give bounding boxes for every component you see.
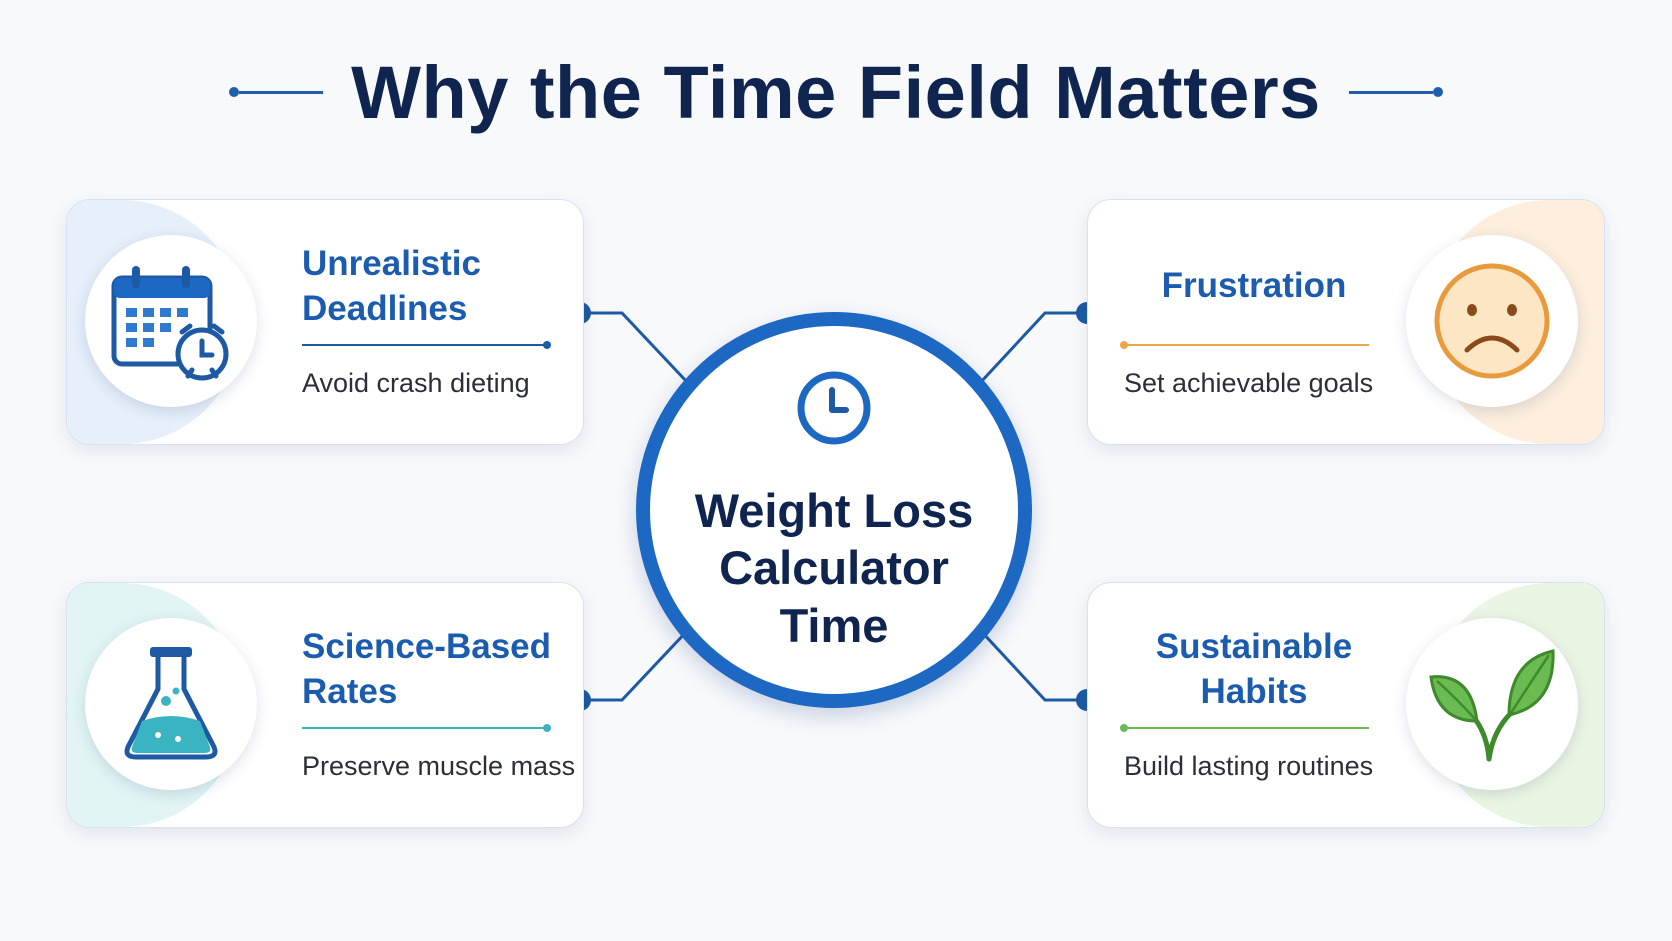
card-title-line2: Rates: [302, 672, 398, 711]
page-title: Why the Time Field Matters: [351, 50, 1321, 134]
center-hub: Weight Loss Calculator Time: [636, 312, 1032, 708]
card-rule: [302, 724, 551, 732]
card-rule-dot: [1120, 724, 1128, 732]
leaves-icon: [1429, 649, 1555, 762]
connector-bottom-right: [978, 628, 1087, 702]
card-rule-dot: [543, 724, 551, 732]
card-rule: [1120, 724, 1369, 732]
card-title-line1: Unrealistic: [302, 243, 481, 283]
card-title-line2: Habits: [1200, 672, 1308, 711]
center-title: Weight Loss Calculator Time: [650, 482, 1018, 654]
title-rule-dot: [1432, 87, 1443, 97]
card-frustration: Frustration Set achievable goals: [1087, 199, 1605, 445]
icon-badge: [1406, 618, 1578, 790]
sad-face-icon: [1434, 263, 1550, 379]
title-rule-left: [229, 87, 324, 97]
connector-top-right: [978, 311, 1087, 385]
title-rule-line: [239, 90, 324, 94]
connector-top-left: [580, 311, 690, 385]
card-rule-dot: [1120, 341, 1128, 349]
card-text: Frustration Set achievable goals: [1120, 236, 1424, 399]
center-title-line1: Weight Loss: [694, 484, 974, 537]
card-rule: [302, 341, 551, 349]
card-title-line1: Science-Based: [302, 626, 552, 666]
center-title-line3: Time: [779, 598, 889, 652]
card-subtitle: Build lasting routines: [1124, 751, 1374, 781]
title-rule-dot: [229, 87, 240, 97]
card-title-line2: Deadlines: [302, 289, 468, 328]
title-rule-right: [1348, 87, 1443, 97]
connector-bottom-left: [580, 628, 690, 702]
icon-badge: [1406, 235, 1578, 407]
icon-badge: [85, 235, 257, 407]
card-rule-dot: [543, 341, 551, 349]
card-subtitle: Preserve muscle mass: [302, 751, 576, 781]
card-subtitle: Avoid crash dieting: [302, 368, 530, 398]
card-rule: [1120, 341, 1369, 349]
card-title: Frustration: [1124, 236, 1384, 336]
clock-icon: [797, 371, 871, 445]
card-title-line1: Sustainable: [1155, 626, 1353, 666]
center-title-line2: Calculator: [719, 541, 949, 595]
card-title-line1: Frustration: [1161, 266, 1347, 306]
flask-icon: [124, 647, 218, 760]
header: Why the Time Field Matters: [0, 42, 1672, 142]
title-rule-line: [1348, 90, 1433, 94]
card-subtitle: Set achievable goals: [1124, 368, 1374, 398]
icon-badge: [85, 618, 257, 790]
calendar-alarm-icon: [111, 266, 229, 381]
